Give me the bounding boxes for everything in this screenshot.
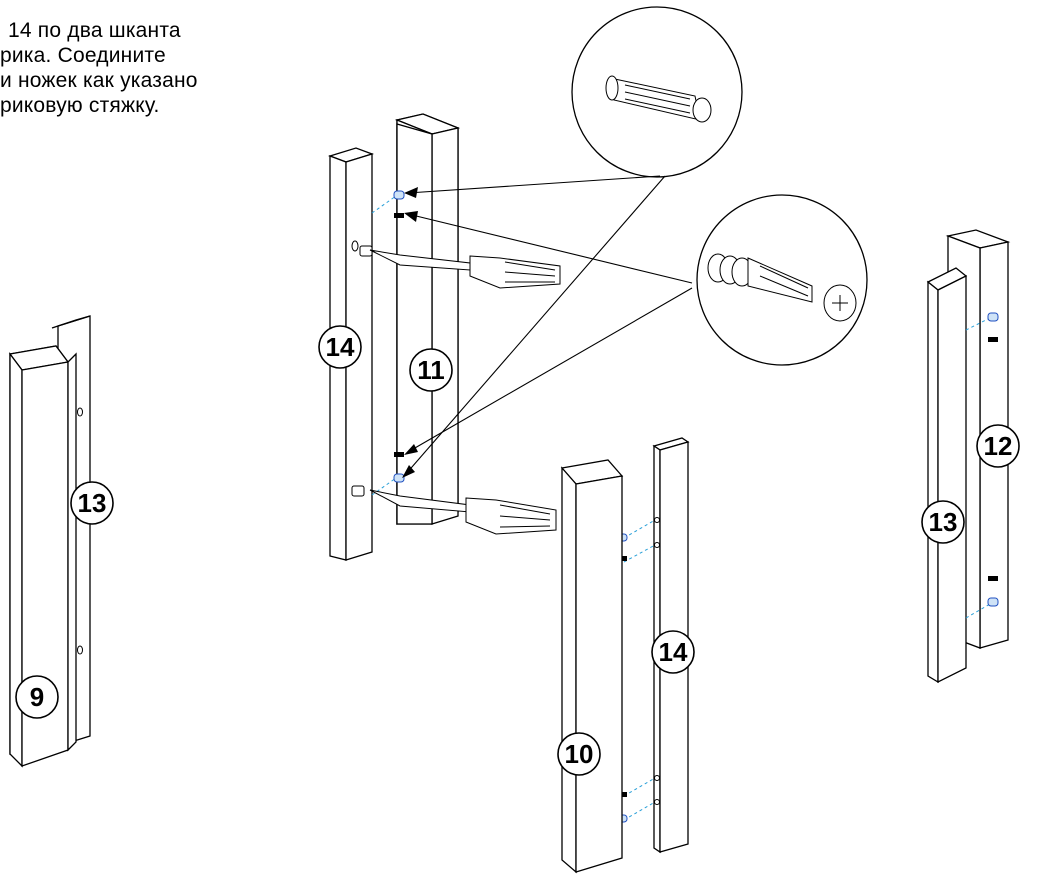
part-number-13-right: 13	[929, 507, 958, 537]
part-number-14-mid: 14	[659, 637, 688, 667]
part-label-11: 11	[409, 348, 453, 392]
part-9-edge	[67, 352, 77, 752]
cam-bolt-icon	[707, 253, 857, 322]
cam-lock-bottom	[351, 485, 365, 497]
part-number-14-top: 14	[326, 332, 355, 362]
cam-lock-top	[359, 245, 373, 257]
part-number-10: 10	[565, 739, 594, 769]
part-13-left-top	[51, 315, 91, 329]
leg-group-left	[8, 315, 91, 768]
dowel-callout	[571, 6, 743, 178]
leg-group-bottom	[560, 437, 690, 874]
part-number-12: 12	[984, 431, 1013, 461]
part-number-11: 11	[417, 355, 445, 385]
instruction-line-3: и ножек как указано	[0, 69, 198, 92]
cam-bolt-top-1	[394, 213, 404, 218]
part-label-12: 12	[976, 424, 1020, 468]
part-11-side	[431, 127, 459, 525]
guide-line-2	[371, 477, 397, 496]
part-13-left-hole-1	[77, 407, 83, 417]
part-label-9: 9	[15, 675, 59, 719]
part-label-13-right: 13	[921, 500, 965, 544]
part-13-right-front	[937, 274, 967, 684]
arrow-dowel-bottom	[404, 175, 666, 476]
part-label-13-left: 13	[70, 481, 114, 525]
arrow-bolt-bottom	[407, 287, 693, 453]
part-13-right-side	[927, 280, 939, 684]
dowel-bottom-1	[393, 473, 405, 483]
cam-bolt-bottom-1	[394, 452, 404, 457]
screwdriver-bottom-handle	[465, 497, 557, 535]
screwdriver-bottom	[369, 489, 557, 535]
arrow-dowel-top	[407, 175, 661, 194]
dowel-icon	[605, 75, 712, 123]
dowel-top-1	[393, 190, 405, 200]
part-13-left-hole-2	[77, 645, 83, 655]
part-10-front	[575, 475, 623, 873]
part-label-14-top: 14	[318, 325, 362, 369]
instruction-line-2: рика. Соедините	[0, 44, 166, 67]
part-number-9: 9	[30, 682, 44, 712]
part-11-main	[396, 123, 433, 525]
arrow-bolt-top	[407, 213, 693, 284]
instruction-line-4: риковую стяжку.	[0, 94, 160, 117]
pointer-arrows	[402, 175, 693, 478]
part-14-top-hole-1	[351, 240, 359, 252]
screwdriver-top	[369, 249, 561, 289]
leg-group-right	[926, 229, 1011, 684]
part-number-13-left: 13	[78, 488, 107, 518]
instruction-line-1: 14 по два шканта	[8, 19, 181, 42]
cam-bolt-callout	[696, 194, 868, 366]
part-10-side	[561, 466, 577, 874]
part-label-14-mid: 14	[651, 630, 695, 674]
part-label-10: 10	[557, 732, 601, 776]
screwdriver-top-handle	[469, 255, 561, 289]
guide-line-1	[371, 195, 397, 214]
